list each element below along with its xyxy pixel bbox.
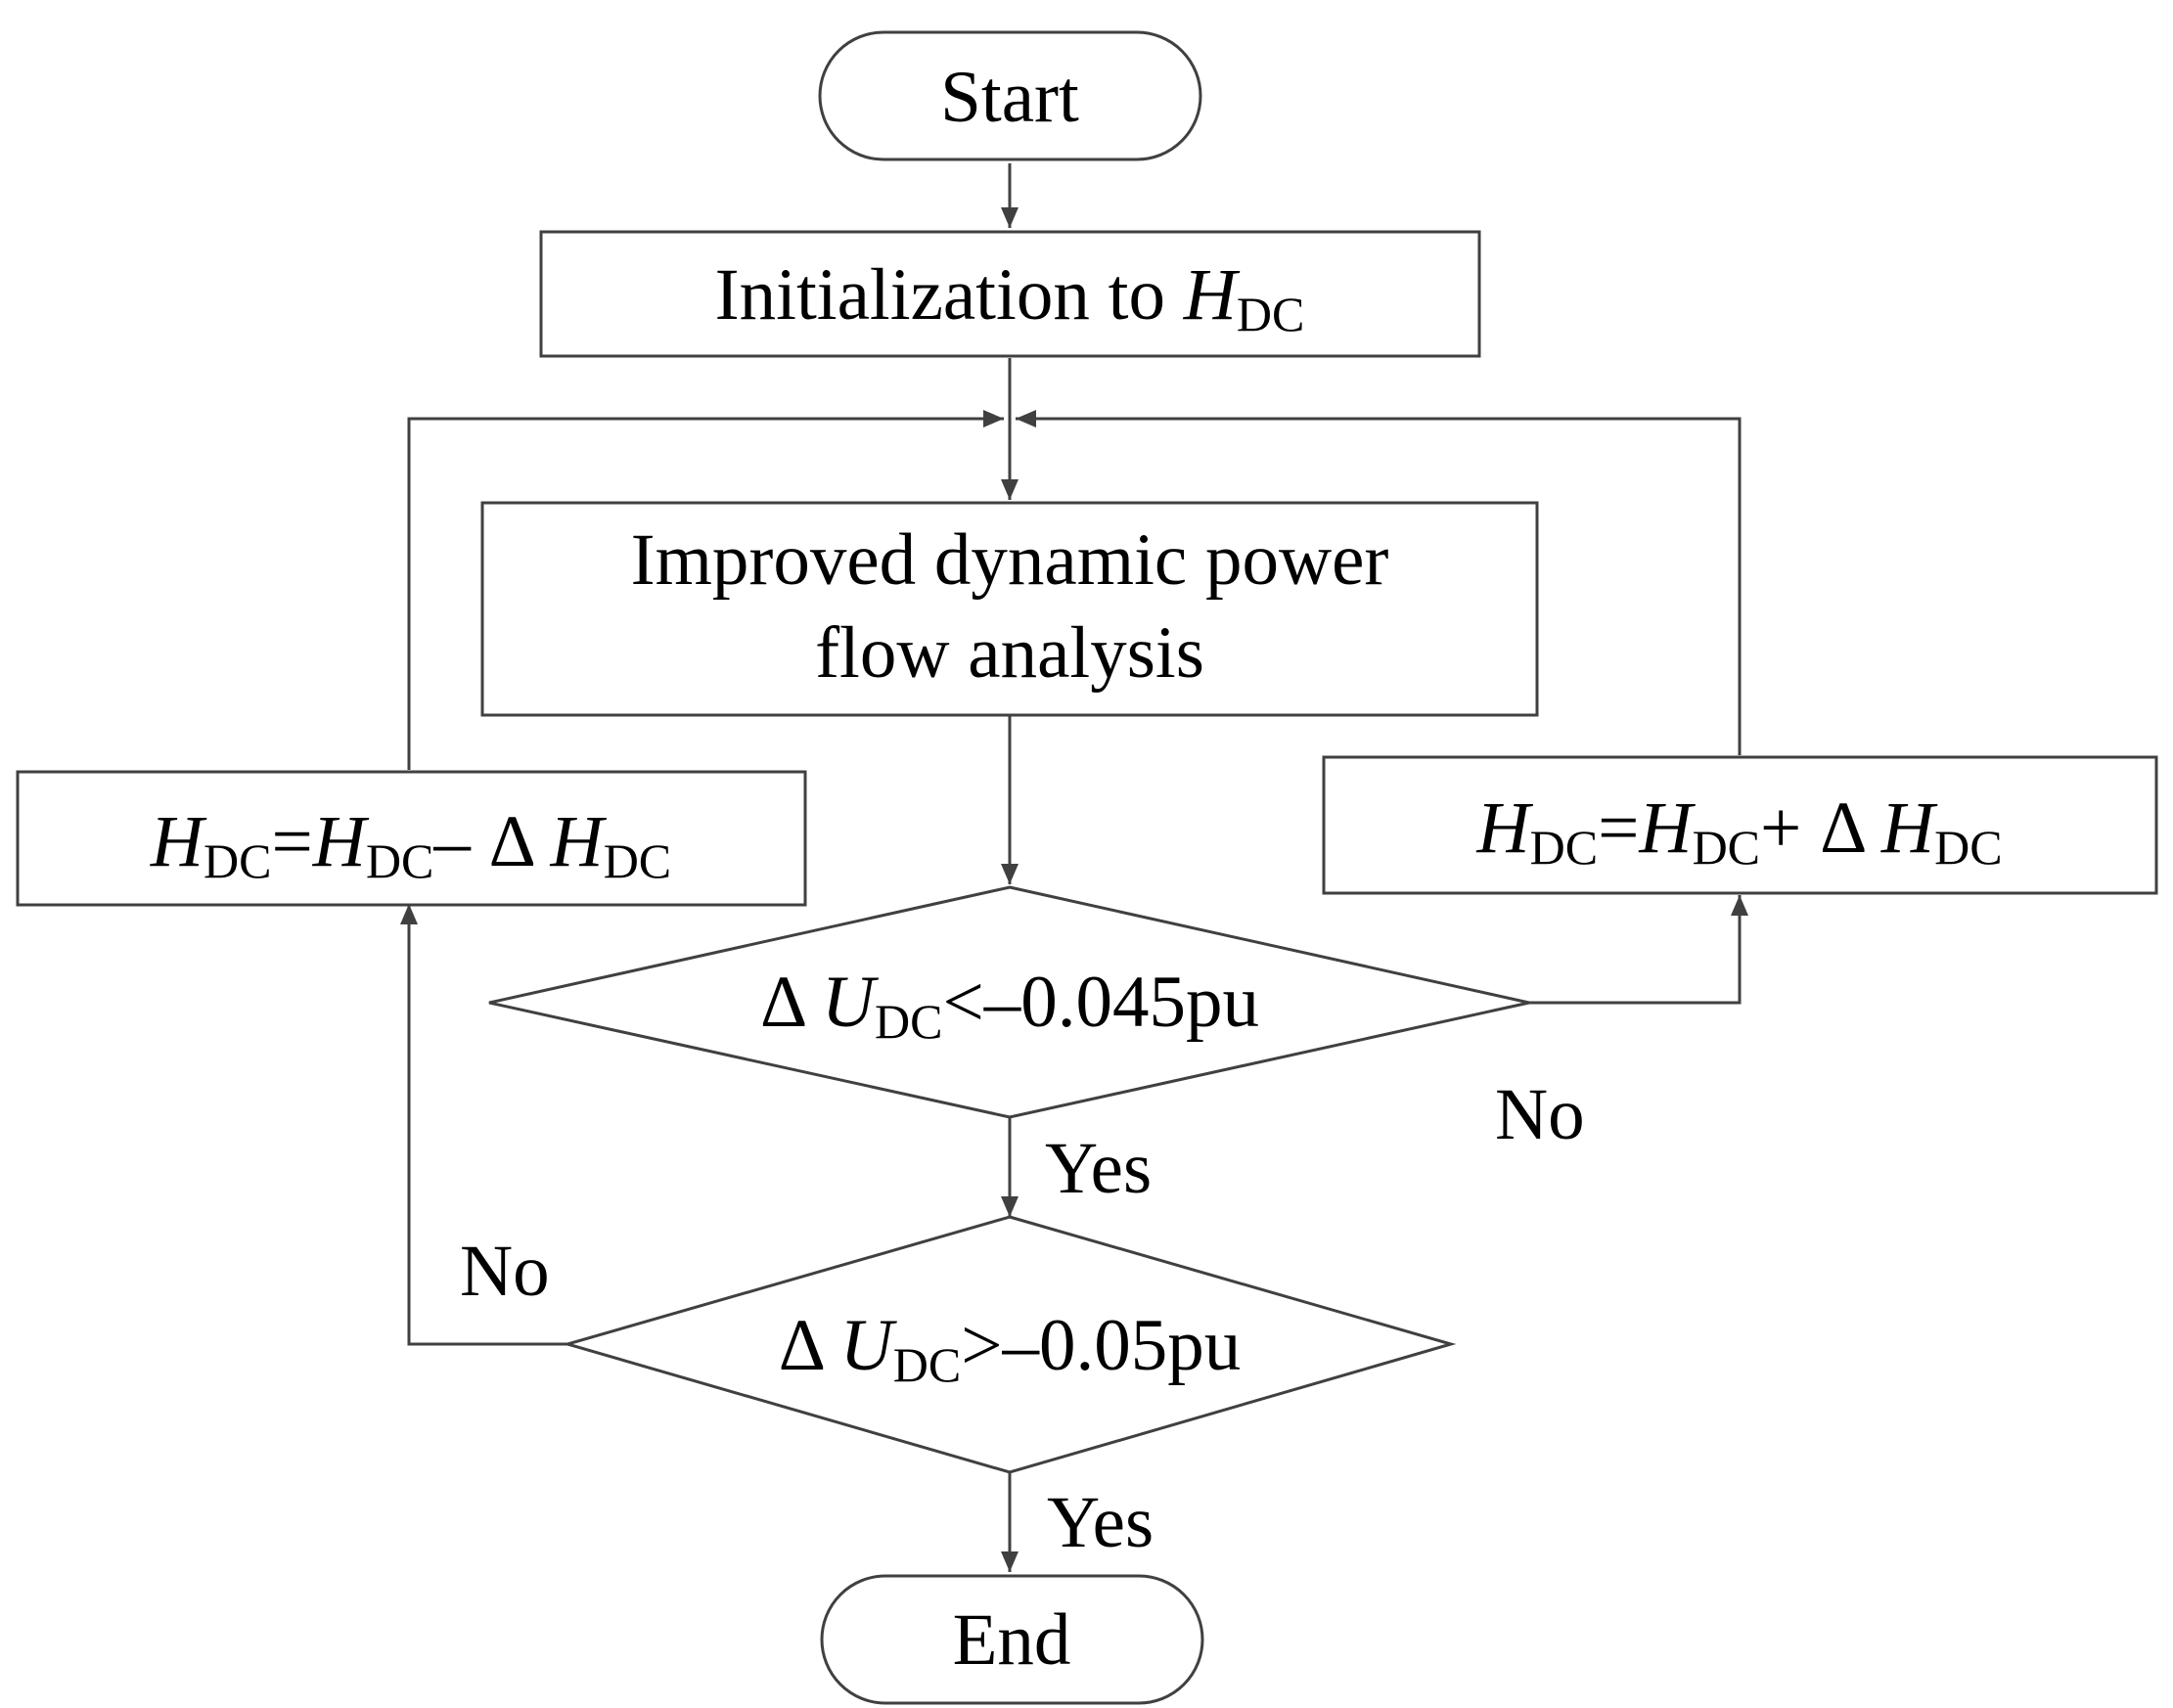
- arrow-decision1-no: [1529, 895, 1748, 1005]
- end-label: End: [953, 1599, 1071, 1681]
- init-node: Initialization to HDC: [539, 230, 1481, 358]
- start-node: Start: [818, 30, 1202, 161]
- yes-label-1: Yes: [1045, 1128, 1152, 1209]
- no-label-right: No: [1495, 1074, 1585, 1155]
- arrow-decision2-no: [400, 904, 567, 1346]
- analysis-label-line2: flow analysis: [815, 612, 1204, 694]
- analysis-label-line1: Improved dynamic power: [631, 519, 1389, 601]
- decision2-node: Δ UDC>–0.05pu: [562, 1215, 1457, 1474]
- decrease-label: HDC=HDC– Δ HDC: [150, 801, 671, 888]
- start-label: Start: [940, 57, 1079, 138]
- analysis-node: Improved dynamic power flow analysis: [480, 501, 1539, 717]
- arrow-left-loop-return: [407, 410, 1004, 770]
- decision2-label: Δ UDC>–0.05pu: [779, 1305, 1242, 1392]
- increase-label: HDC=HDC+ Δ HDC: [1475, 787, 2002, 875]
- increase-node: HDC=HDC+ Δ HDC: [1322, 755, 2158, 895]
- decision1-node: Δ UDC<–0.045pu: [488, 885, 1530, 1119]
- decrease-node: HDC=HDC– Δ HDC: [16, 770, 807, 907]
- no-label-left: No: [460, 1231, 550, 1312]
- decision1-label: Δ UDC<–0.045pu: [760, 962, 1259, 1049]
- arrow-right-loop-return: [1016, 410, 1742, 755]
- init-label: Initialization to HDC: [715, 254, 1305, 341]
- end-node: End: [820, 1574, 1204, 1705]
- yes-label-2: Yes: [1047, 1482, 1154, 1563]
